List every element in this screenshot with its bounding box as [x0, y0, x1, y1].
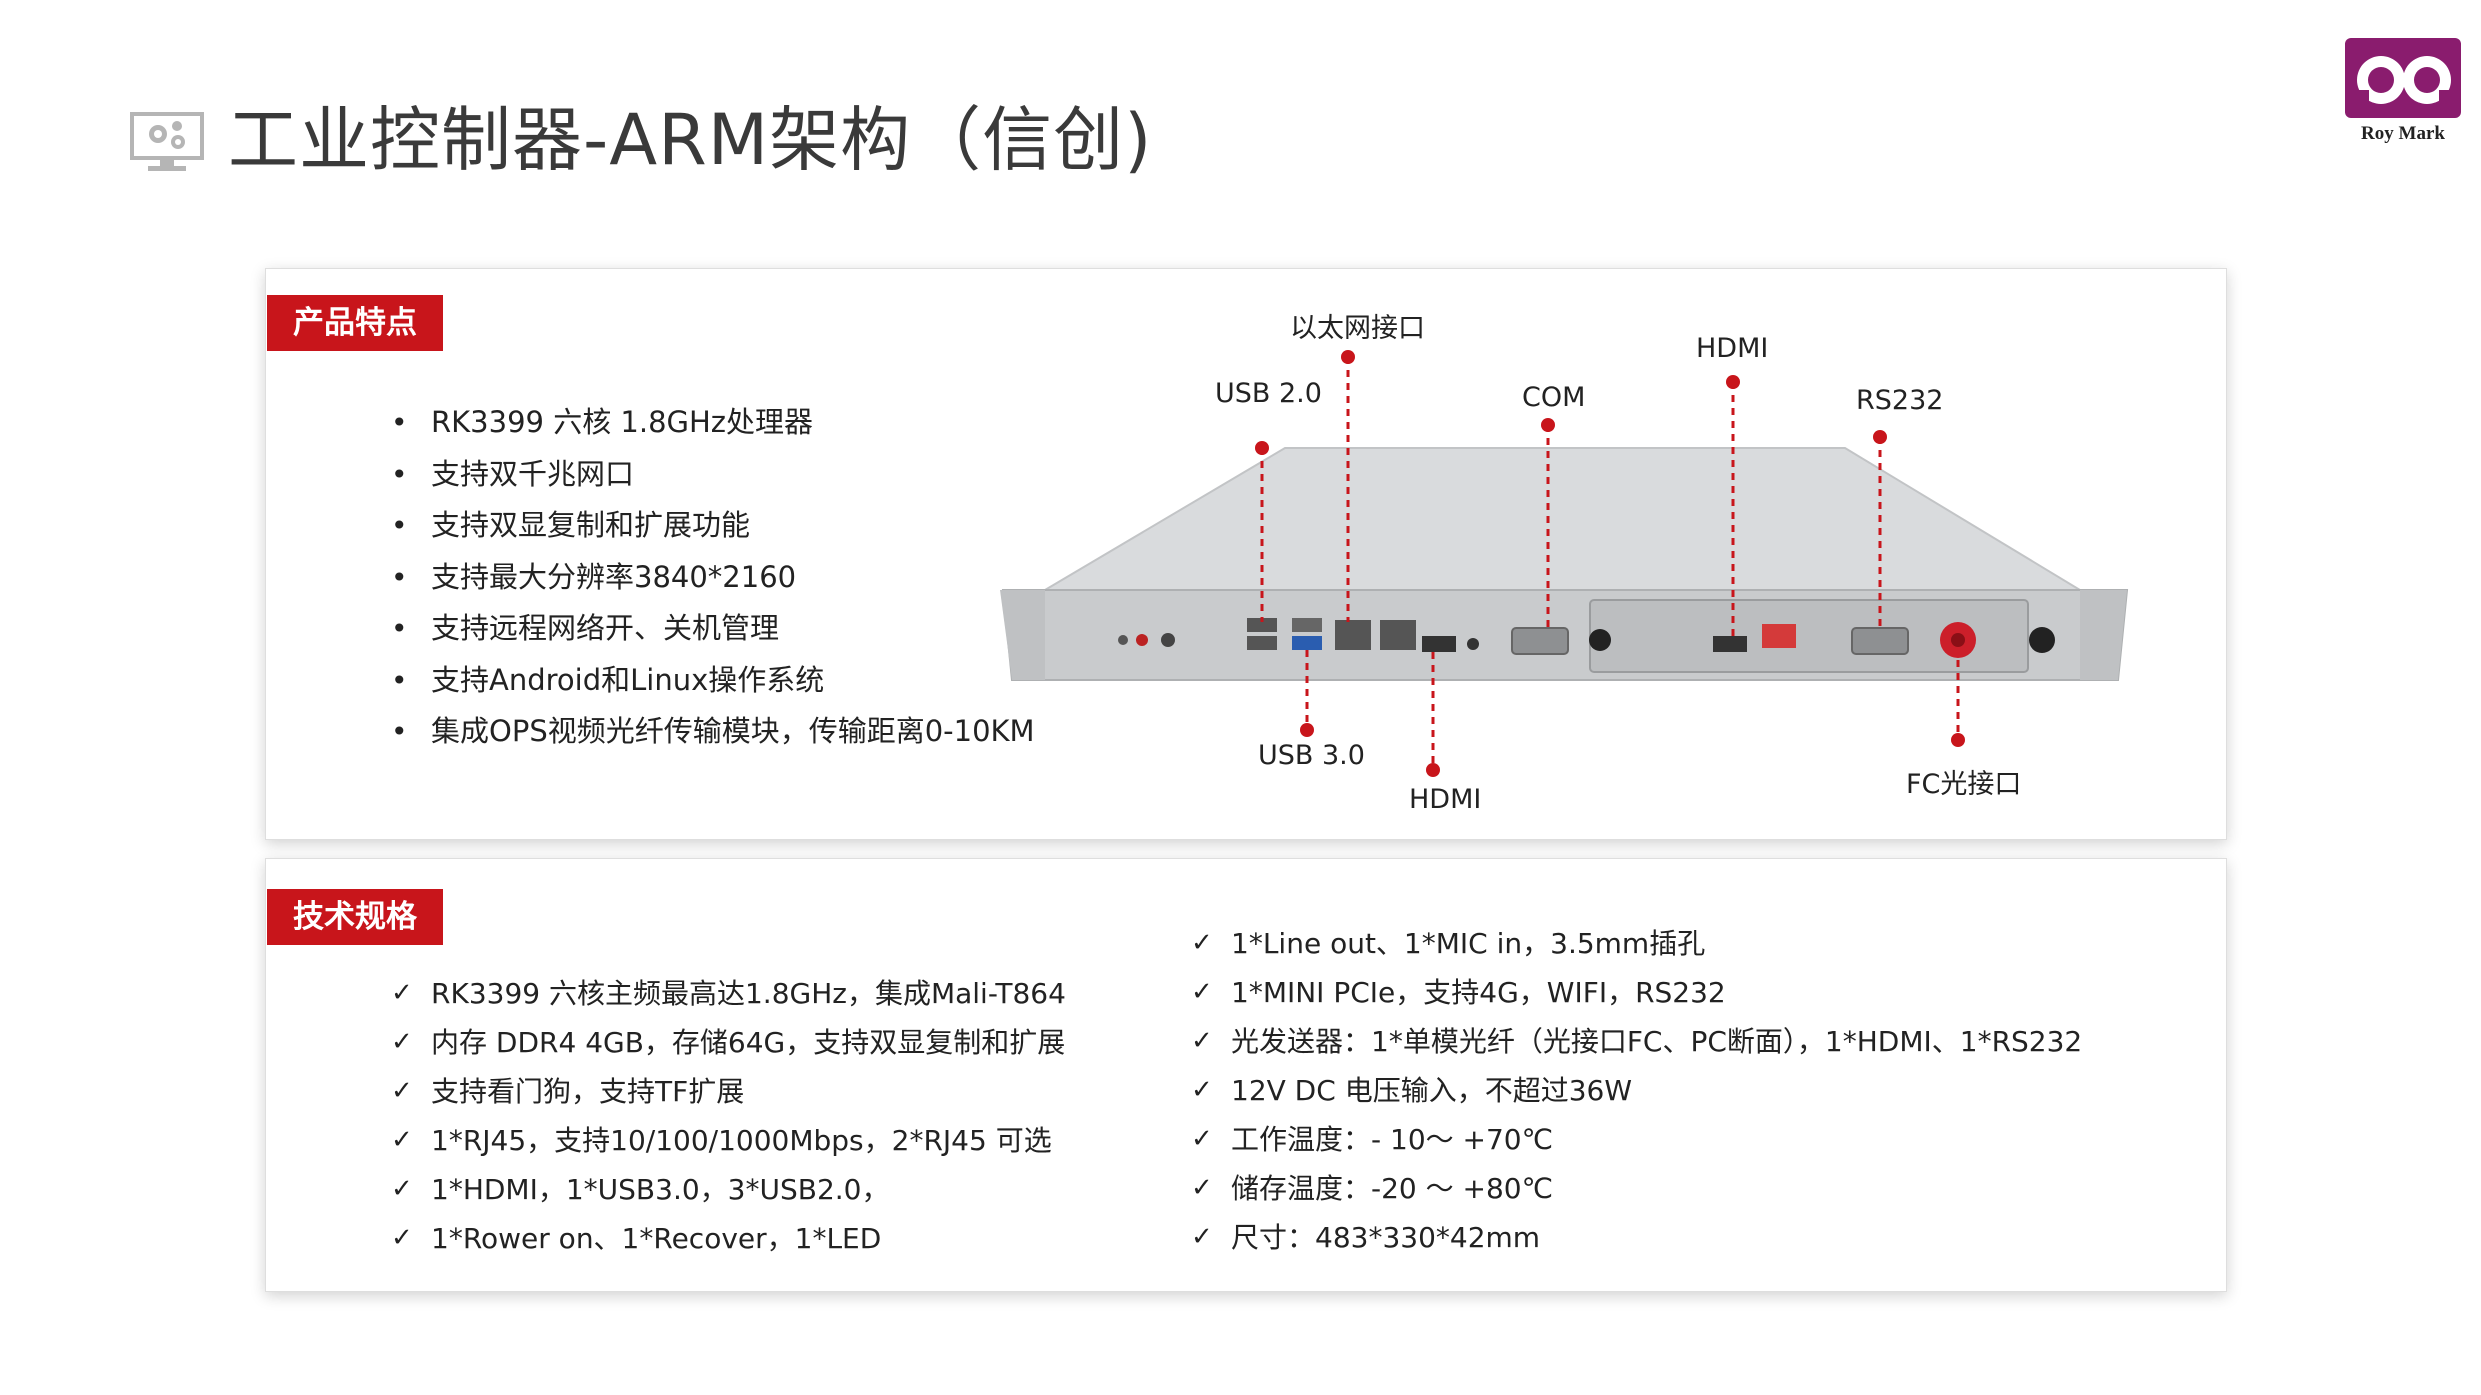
- list-item: 工作温度：- 10～ +70℃: [1191, 1115, 2082, 1164]
- list-item: 1*Rower on、1*Recover，1*LED: [391, 1214, 1066, 1263]
- list-item: 支持远程网络开、关机管理: [391, 603, 1035, 655]
- logo-text: Roy Mark: [2361, 123, 2445, 144]
- list-item: RK3399 六核主频最高达1.8GHz，集成Mali-T864: [391, 969, 1066, 1018]
- list-item: 1*Line out、1*MIC in，3.5mm插孔: [1191, 919, 2082, 968]
- label-rs232: RS232: [1856, 385, 1944, 416]
- label-usb3: USB 3.0: [1258, 740, 1365, 771]
- list-item: 1*MINI PCIe，支持4G，WIFI，RS232: [1191, 968, 2082, 1017]
- specs-tag: 技术规格: [267, 889, 443, 945]
- list-item: 光发送器：1*单模光纤（光接口FC、PC断面），1*HDMI、1*RS232: [1191, 1017, 2082, 1066]
- list-item: 集成OPS视频光纤传输模块，传输距离0-10KM: [391, 706, 1035, 758]
- monitor-gear-icon: [130, 112, 204, 171]
- list-item: 支持双显复制和扩展功能: [391, 500, 1035, 552]
- label-hdmi-bottom: HDMI: [1409, 784, 1482, 815]
- list-item: 支持最大分辨率3840*2160: [391, 552, 1035, 604]
- features-tag: 产品特点: [267, 295, 443, 351]
- list-item: 支持双千兆网口: [391, 449, 1035, 501]
- list-item: 内存 DDR4 4GB，存储64G，支持双显复制和扩展: [391, 1018, 1066, 1067]
- specs-list-left: RK3399 六核主频最高达1.8GHz，集成Mali-T864 内存 DDR4…: [391, 969, 1066, 1263]
- features-list: RK3399 六核 1.8GHz处理器 支持双千兆网口 支持双显复制和扩展功能 …: [391, 397, 1035, 758]
- page-title: 工业控制器-ARM架构（信创): [228, 99, 1153, 181]
- list-item: 12V DC 电压输入，不超过36W: [1191, 1066, 2082, 1115]
- features-panel: 产品特点 RK3399 六核 1.8GHz处理器 支持双千兆网口 支持双显复制和…: [265, 268, 2227, 840]
- list-item: 支持看门狗，支持TF扩展: [391, 1067, 1066, 1116]
- list-item: 1*RJ45，支持10/100/1000Mbps，2*RJ45 可选: [391, 1116, 1066, 1165]
- list-item: 1*HDMI，1*USB3.0，3*USB2.0，: [391, 1165, 1066, 1214]
- label-usb2: USB 2.0: [1215, 378, 1322, 409]
- roy-mark-logo-icon: [2345, 38, 2461, 118]
- label-fc: FC光接口: [1906, 769, 2022, 800]
- list-item: 储存温度：-20 ～ +80℃: [1191, 1164, 2082, 1213]
- label-hdmi-top: HDMI: [1696, 333, 1769, 364]
- specs-list-right: 1*Line out、1*MIC in，3.5mm插孔 1*MINI PCIe，…: [1191, 919, 2082, 1262]
- list-item: RK3399 六核 1.8GHz处理器: [391, 397, 1035, 449]
- label-ethernet: 以太网接口: [1290, 313, 1425, 344]
- list-item: 支持Android和Linux操作系统: [391, 655, 1035, 707]
- list-item: 尺寸：483*330*42mm: [1191, 1213, 2082, 1262]
- label-com: COM: [1522, 382, 1586, 413]
- specs-panel: 技术规格 RK3399 六核主频最高达1.8GHz，集成Mali-T864 内存…: [265, 858, 2227, 1292]
